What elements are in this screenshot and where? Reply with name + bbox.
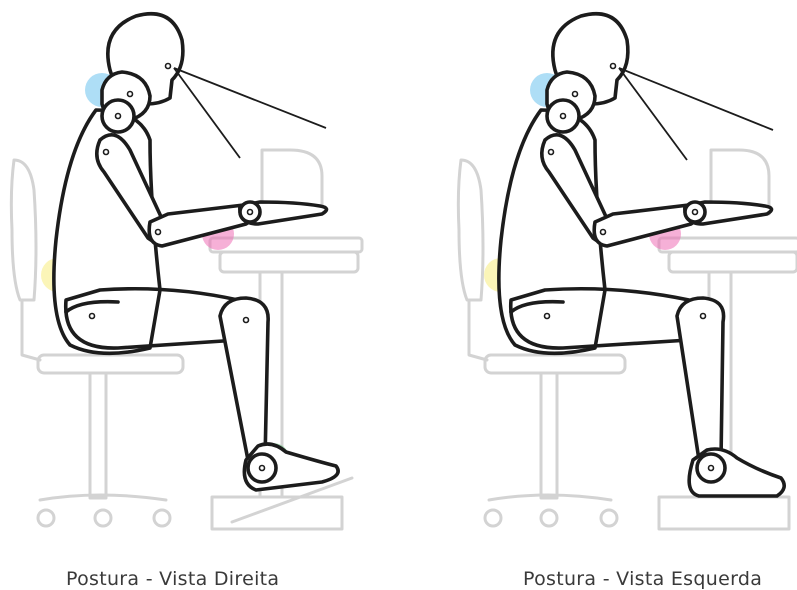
line-of-sight (619, 68, 773, 160)
posture-figure-left (397, 0, 797, 560)
caption-left-view: Postura - Vista Esquerda (523, 568, 762, 590)
line-of-sight (174, 68, 326, 158)
posture-figure-right (0, 0, 400, 560)
posture-panel-left: Postura - Vista Esquerda (397, 0, 797, 560)
caption-right-view: Postura - Vista Direita (66, 568, 279, 590)
posture-panel-right: Postura - Vista Direita (0, 0, 400, 560)
